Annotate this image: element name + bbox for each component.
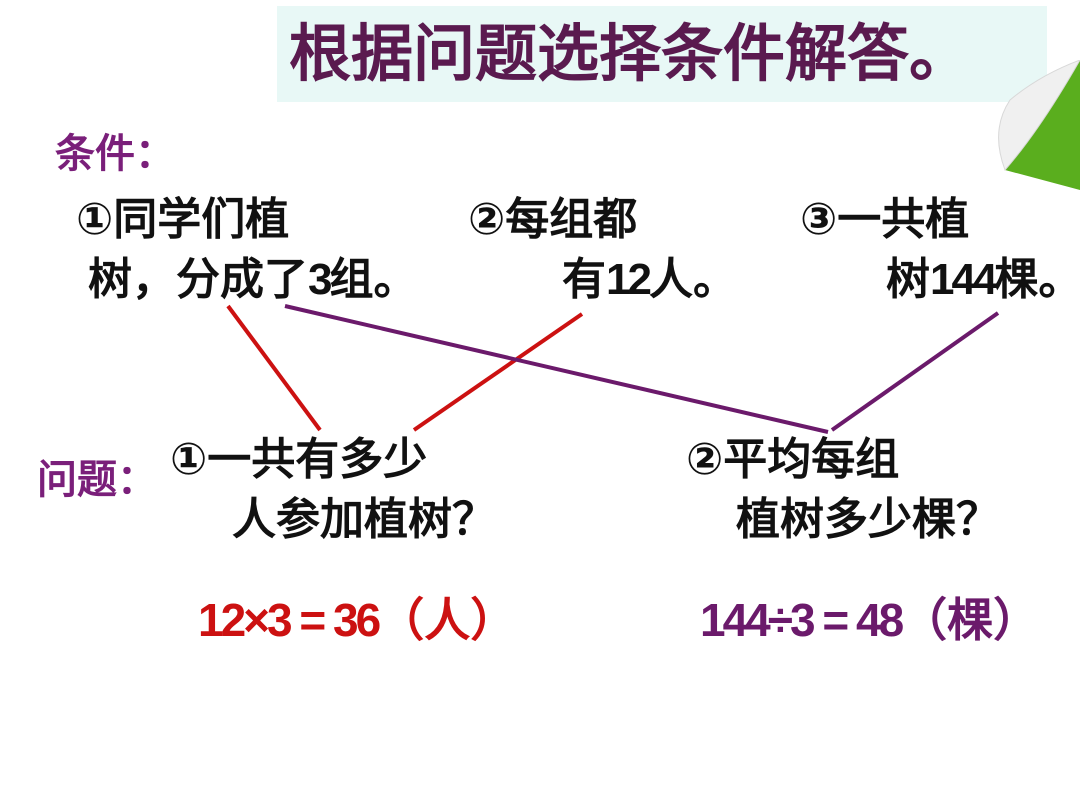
condition-1-line1: ①同学们植 (76, 194, 290, 245)
condition-2-line1: ②每组都 (468, 194, 638, 245)
answer-1: 12×3 = 36（人） (198, 592, 516, 648)
condition-1-line2: 树，分成了3组。 (88, 252, 417, 308)
condition-2-line2: 有12人。 (562, 252, 737, 308)
condition-3-line1: ③一共植 (800, 194, 970, 245)
condition-3-number: 144 (930, 255, 997, 304)
connector-cond2-q1 (412, 312, 584, 432)
connector-cond1-q2 (284, 304, 829, 434)
condition-3-text-a: 树 (886, 254, 930, 305)
questions-label: 问题： (37, 457, 157, 503)
answer-2-unit: （棵） (901, 593, 1040, 647)
condition-2-number: 12 (606, 255, 652, 304)
connector-cond3-q2 (830, 311, 1000, 432)
condition-2-text-b: 人。 (648, 254, 737, 305)
answer-1-expression: 12×3 = 36 (198, 594, 381, 646)
condition-1-text-b: 组。 (329, 254, 418, 305)
condition-2-text-a: 有 (562, 254, 606, 305)
condition-1-number: 3 (308, 255, 333, 304)
connector-cond1-q1 (226, 304, 322, 432)
condition-3-text-b: 棵。 (994, 254, 1080, 305)
question-1-line1: ①一共有多少 (170, 434, 428, 485)
question-1-line2: 人参加植树？ (232, 494, 496, 545)
page-curl-decoration (998, 60, 1080, 190)
title-banner: 根据问题选择条件解答。 (277, 6, 1047, 102)
question-2-line2: 植树多少棵？ (736, 494, 1000, 545)
answer-1-unit: （人） (378, 593, 517, 647)
question-2-line1: ②平均每组 (686, 434, 900, 485)
answer-2: 144÷3 = 48（棵） (700, 592, 1039, 648)
condition-3-line2: 树144棵。 (886, 252, 1080, 308)
conditions-label: 条件： (55, 131, 175, 177)
page-title: 根据问题选择条件解答。 (289, 17, 972, 90)
condition-1-text-a: 树，分成了 (88, 254, 308, 305)
answer-2-expression: 144÷3 = 48 (700, 594, 904, 646)
